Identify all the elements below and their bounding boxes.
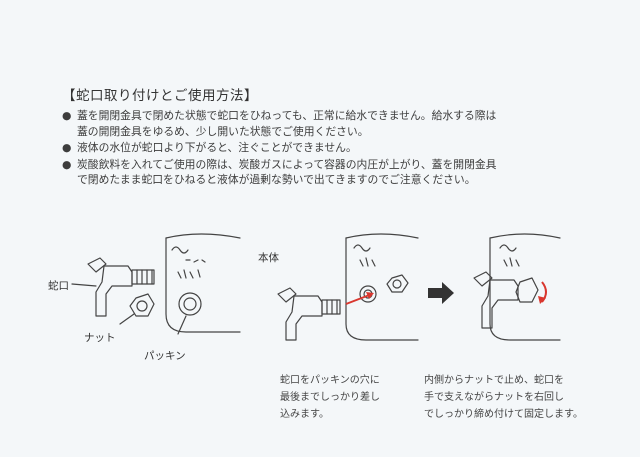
rotate-arrow-icon	[538, 281, 547, 304]
faucet-icon	[87, 257, 155, 317]
faucet-label: 蛇口	[48, 280, 69, 292]
faucet-icon	[277, 287, 341, 341]
caption-line: 最後までしっかり差し	[280, 392, 380, 403]
next-step-arrow-icon	[428, 282, 454, 304]
note-item: ● 蓋を開閉金具で閉めた状態で蛇口をひねっても、正常に給水できません。給水する際…	[62, 108, 582, 139]
packing-icon	[178, 292, 202, 316]
packing-label: パッキン	[144, 350, 186, 362]
nut-icon	[129, 293, 155, 317]
caption-line: 手で支えながらナットを右回し	[424, 392, 564, 403]
notes-list: ● 蓋を開閉金具で閉めた状態で蛇口をひねっても、正常に給水できません。給水する際…	[62, 108, 582, 189]
container-body-icon	[165, 233, 241, 333]
step2-caption: 内側からナットで止め、蛇口を 手で支えながらナットを右回し でしっかり締め付けて…	[424, 372, 583, 423]
note-item: ● 炭酸飲料を入れてご使用の際は、炭酸ガスによって容器の内圧が上がり、蓋を開閉金…	[62, 157, 582, 188]
section-title: 【蛇口取り付けとご使用方法】	[62, 88, 258, 104]
note-line: 炭酸飲料を入れてご使用の際は、炭酸ガスによって容器の内圧が上がり、蓋を開閉金具	[77, 157, 497, 171]
container-body-icon	[489, 233, 561, 341]
nut-label: ナット	[84, 332, 116, 344]
bullet-icon: ●	[62, 109, 72, 122]
note-line: 液体の水位が蛇口より下がると、注ぐことができません。	[77, 141, 357, 154]
note-line: で閉めたまま蛇口をひねると液体が過剰な勢いで出てきますのでご注意ください。	[77, 173, 476, 186]
caption-line: 込みます。	[280, 409, 329, 420]
step1-caption: 蛇口をパッキンの穴に 最後までしっかり差し 込みます。	[280, 372, 380, 423]
container-body-icon	[345, 233, 419, 341]
bullet-icon: ●	[62, 157, 72, 171]
caption-line: でしっかり締め付けて固定します。	[424, 409, 583, 420]
insert-arrow-icon	[345, 292, 374, 305]
bullet-icon: ●	[62, 141, 72, 154]
caption-line: 蛇口をパッキンの穴に	[280, 375, 380, 386]
caption-line: 内側からナットで止め、蛇口を	[424, 375, 564, 386]
note-line: 蓋を開閉金具で閉めた状態で蛇口をひねっても、正常に給水できません。給水する際は	[77, 109, 497, 122]
body-label: 本体	[258, 252, 279, 264]
note-line: 蓋の開閉金具をゆるめ、少し開いた状態でご使用ください。	[77, 124, 369, 138]
faucet-assembly-diagram	[71, 233, 561, 341]
note-item: ● 液体の水位が蛇口より下がると、注ぐことができません。	[62, 140, 582, 156]
faucet-icon	[473, 271, 539, 329]
nut-icon	[386, 274, 409, 293]
